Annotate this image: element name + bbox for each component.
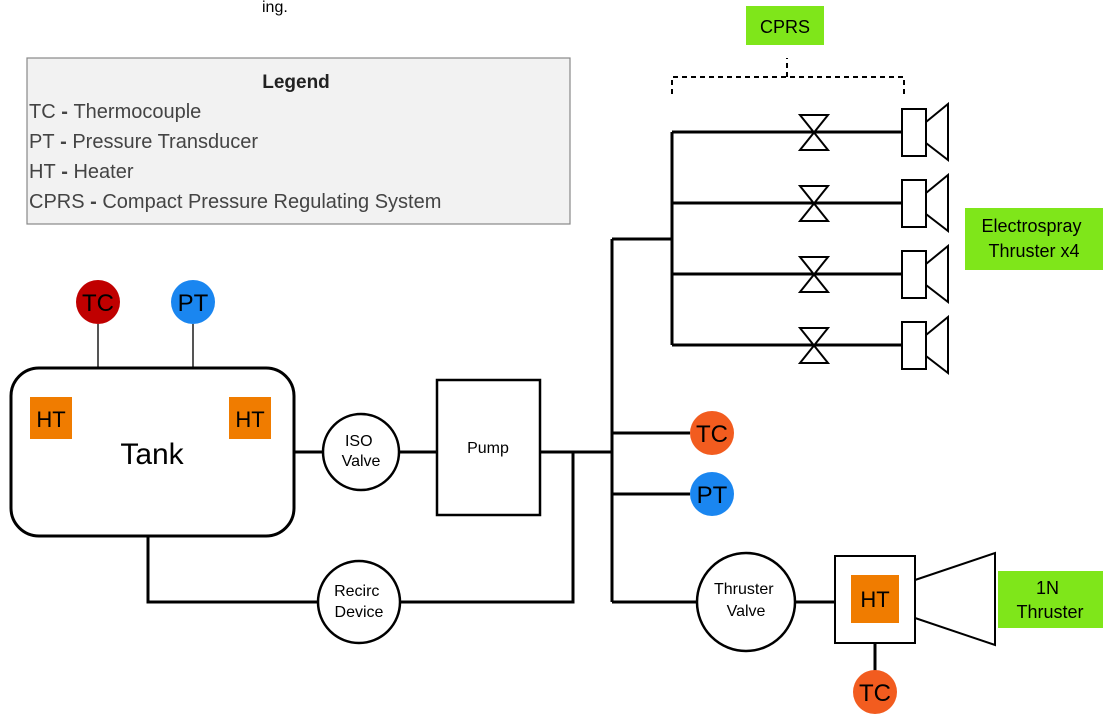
tank-heater-left [30, 397, 72, 439]
recirc-device-label: Recirc Device [334, 583, 384, 621]
tank-thermocouple [76, 280, 120, 324]
electrospray-thruster-icon [901, 314, 949, 376]
valve-icon [797, 327, 831, 364]
flow-lines [146, 431, 877, 672]
legend-item: PT - Pressure Transducer [29, 131, 258, 153]
electrospray-label-box [965, 208, 1103, 270]
recirc-device [316, 559, 402, 645]
valve-icon [797, 114, 831, 151]
thruster-valve-label: Thruster Valve [714, 581, 778, 620]
iso-valve [321, 412, 401, 492]
cprs-label: CPRS [760, 17, 810, 37]
top-caption: ing. [262, 0, 288, 16]
electrospray-thruster-icon [901, 172, 949, 234]
line-thermocouple [690, 411, 734, 455]
thruster-1n-label-box [998, 571, 1103, 628]
thruster-heater [851, 575, 899, 623]
heater-label: HT [235, 407, 264, 432]
pump [435, 378, 542, 517]
thruster-tc-label: TC [859, 680, 891, 707]
tank-tc-label: TC [82, 290, 114, 317]
cprs-label-box [746, 6, 824, 45]
valve-icon [797, 256, 831, 293]
thruster-valve [695, 551, 797, 653]
tank-heater-right [229, 397, 271, 439]
iso-valve-label: ISO Valve [342, 433, 381, 470]
legend-title: Legend [262, 72, 330, 93]
thruster-thermocouple [853, 670, 897, 714]
pump-label: Pump [467, 440, 509, 457]
electrospray-valves [797, 114, 831, 364]
line-pressure-transducer [690, 472, 734, 516]
electrospray-label: Electrospray Thruster x4 [981, 216, 1086, 261]
legend: Legend TC - Thermocouple PT - Pressure T… [26, 57, 571, 225]
cprs-bracket [671, 58, 905, 94]
legend-item: CPRS - Compact Pressure Regulating Syste… [29, 191, 441, 213]
heater-label: HT [36, 407, 65, 432]
tank-pressure-transducer [171, 280, 215, 324]
thruster-nozzle [914, 551, 996, 647]
tank-pt-label: PT [178, 290, 209, 317]
legend-item: HT - Heater [29, 161, 134, 183]
heater-label: HT [860, 587, 889, 612]
legend-item: TC - Thermocouple [29, 101, 201, 123]
tank-label: Tank [120, 438, 184, 471]
electrospray-thruster-icon [901, 243, 949, 305]
electrospray-manifold [610, 130, 902, 602]
line-pt-label: PT [697, 482, 728, 509]
electrospray-thruster-icon [901, 101, 949, 163]
valve-icon [797, 185, 831, 222]
electrospray-thrusters [901, 101, 949, 376]
line-tc-label: TC [696, 421, 728, 448]
thruster-1n-label: 1N Thruster [1016, 578, 1083, 622]
